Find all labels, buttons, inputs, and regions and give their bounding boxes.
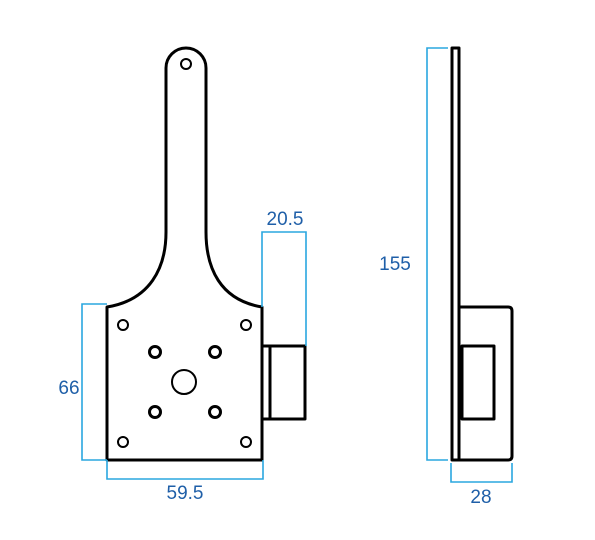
front-view (105, 46, 307, 462)
side-receiver (460, 344, 496, 421)
dim-side-depth-line (450, 463, 513, 483)
dim-side-depth-label: 28 (470, 487, 491, 508)
corner-hole-bottom-right (240, 436, 252, 448)
dimensions: 20.5 66 59.5 155 28 (58, 47, 513, 508)
mount-hole-2 (208, 345, 222, 359)
side-plate (450, 46, 461, 462)
dim-receiver-width-line (261, 231, 307, 346)
center-hole (171, 369, 197, 395)
receiver-block (260, 344, 307, 421)
dim-plate-height-line (81, 303, 107, 461)
corner-hole-top-left (117, 319, 129, 331)
dim-plate-width-label: 59.5 (167, 483, 204, 504)
dim-overall-height-label: 155 (379, 254, 411, 275)
front-outline (105, 46, 264, 462)
corner-hole-bottom-left (117, 436, 129, 448)
dim-plate-width-line (106, 460, 264, 480)
side-view (450, 46, 514, 462)
hanging-hole (180, 58, 192, 70)
dim-plate-height-label: 66 (58, 378, 79, 399)
dim-receiver-width-label: 20.5 (267, 209, 304, 230)
mount-hole-4 (208, 405, 222, 419)
corner-hole-top-right (240, 319, 252, 331)
mount-hole-3 (148, 405, 162, 419)
dim-overall-height-line (426, 47, 448, 461)
side-body (459, 305, 514, 462)
mount-hole-1 (148, 345, 162, 359)
